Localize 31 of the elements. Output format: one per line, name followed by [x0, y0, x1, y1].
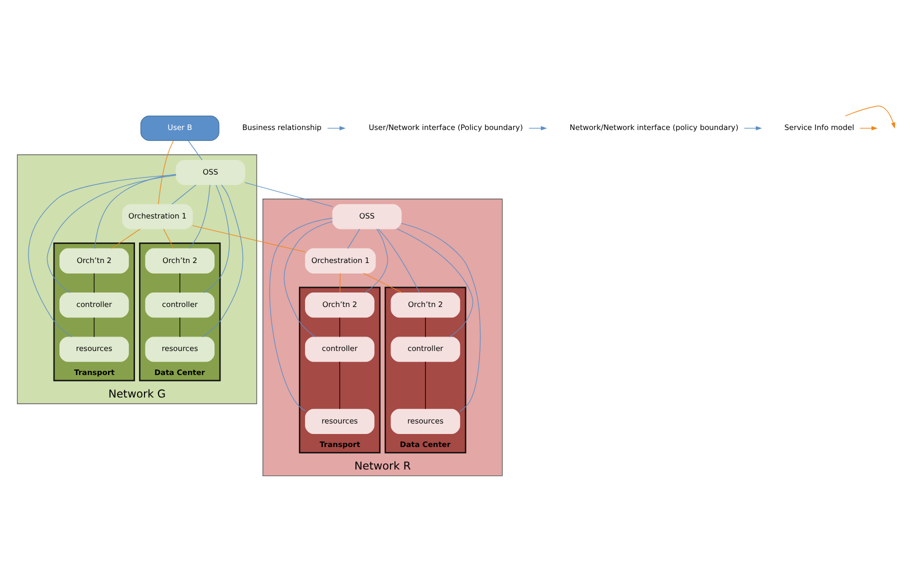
connector — [339, 316, 340, 337]
connector — [46, 174, 176, 293]
connector — [396, 228, 474, 337]
connector — [339, 360, 340, 409]
arrow — [744, 126, 762, 130]
connector — [188, 140, 202, 160]
connector — [244, 182, 333, 206]
arrow — [844, 105, 896, 128]
connector — [111, 228, 140, 248]
connector — [425, 360, 426, 409]
connector — [364, 228, 388, 293]
connector — [284, 220, 333, 337]
connector — [192, 224, 306, 252]
connector — [172, 184, 196, 204]
connector — [163, 228, 174, 248]
connector — [189, 184, 210, 248]
connector — [28, 174, 176, 337]
connector — [202, 184, 244, 337]
connector — [94, 174, 176, 248]
arrow — [327, 126, 346, 130]
connector — [401, 222, 481, 412]
connector — [203, 184, 230, 293]
arrow — [528, 126, 547, 130]
connector — [425, 316, 426, 337]
arrow — [860, 126, 878, 130]
connector — [269, 217, 333, 411]
connector — [340, 272, 341, 293]
connector — [347, 228, 360, 248]
connector — [363, 272, 403, 293]
connector — [158, 140, 174, 204]
connector — [378, 228, 420, 293]
